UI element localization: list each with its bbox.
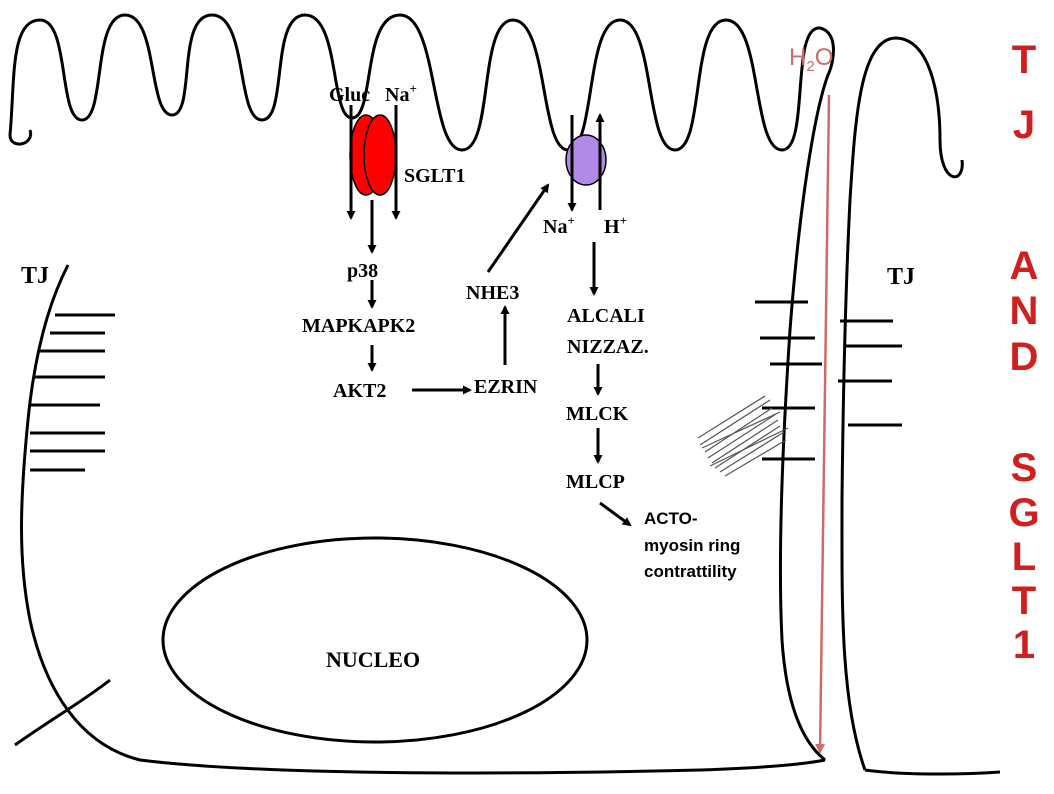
tj-right-label: TJ [887,264,915,290]
nizzaz-label: NIZZAZ. [567,336,649,358]
h-nhe-label: H+ [604,213,627,238]
title-letter: J [984,105,1054,145]
title-letter: S [984,448,1054,488]
acto-label-line3: contrattility [644,562,737,581]
title-letter: L [984,537,1054,577]
cell-basal-membrane [22,265,826,773]
acto-label-line2: myosin ring [644,536,740,555]
title-letter: T [984,581,1054,621]
gluc-label: Gluc [329,84,370,106]
arrow-nhe3-to-membrane [488,185,548,272]
arrow-to-actomyosin [600,503,630,525]
na-top-label: Na+ [385,81,417,106]
tj-left-label: TJ [21,263,49,289]
alcali-label: ALCALI [567,305,645,327]
title-letter: G [984,493,1054,533]
basal-fold [15,680,110,745]
left-cell-edge [10,130,31,144]
h2o-label: H2O [789,44,833,75]
na-nhe-label: Na+ [543,213,575,238]
akt2-label: AKT2 [333,380,386,402]
nucleus [163,538,587,742]
water-flux-arrow [820,95,829,752]
title-letter: A [984,246,1054,286]
neighbor-cell-membrane [842,38,962,770]
nhe3-label: NHE3 [466,282,519,304]
title-letter: T [984,40,1054,80]
tight-junction-right [755,302,902,459]
sglt1-transporter-right [364,115,396,195]
right-cell-basal [865,770,1000,774]
mlcp-label: MLCP [566,471,625,493]
sglt1-label: SGLT1 [404,165,466,187]
title-letter: N [984,291,1054,331]
title-letter: 1 [984,625,1054,665]
cell-membrane [10,15,833,760]
acto-label-line1: ACTO- [644,509,698,528]
mapkapk2-label: MAPKAPK2 [302,315,415,337]
ezrin-label: EZRIN [474,376,538,398]
p38-label: p38 [347,260,378,282]
mlck-label: MLCK [566,403,629,425]
title-letter: D [984,337,1054,377]
nucleus-label: NUCLEO [326,647,420,672]
